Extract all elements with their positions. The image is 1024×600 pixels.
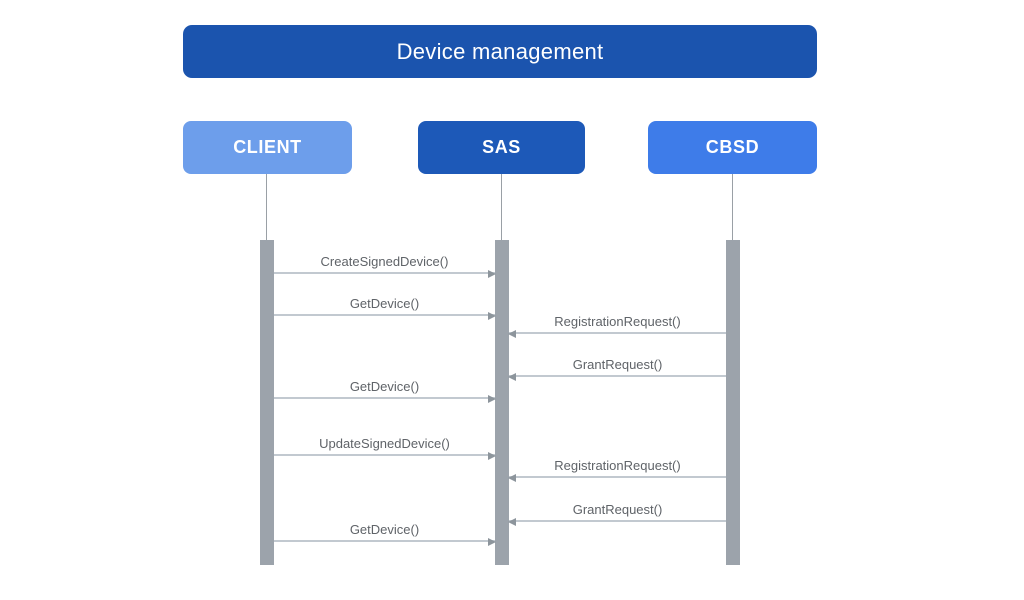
message-line xyxy=(509,520,726,522)
arrowhead-left-icon xyxy=(508,517,516,526)
message-label: GetDevice() xyxy=(349,296,420,311)
lifeline-sas xyxy=(501,174,503,240)
activation-bar-client xyxy=(260,240,274,565)
actor-label-sas: SAS xyxy=(482,137,521,157)
activation-bar-sas xyxy=(495,240,509,565)
lifeline-client xyxy=(266,174,268,240)
message-6: UpdateSignedDevice() xyxy=(274,435,496,460)
activation-bar-cbsd xyxy=(726,240,740,565)
message-label: UpdateSignedDevice() xyxy=(319,436,450,451)
message-9: GetDevice() xyxy=(274,521,496,546)
message-label: GetDevice() xyxy=(349,522,420,537)
message-label: CreateSignedDevice() xyxy=(320,254,449,269)
message-label: RegistrationRequest() xyxy=(554,314,681,329)
actor-box-sas: SAS xyxy=(418,121,585,174)
message-4: GrantRequest() xyxy=(508,356,726,381)
message-label: RegistrationRequest() xyxy=(554,458,681,473)
message-label: GrantRequest() xyxy=(572,357,663,372)
message-line xyxy=(509,476,726,478)
message-line xyxy=(274,272,495,274)
lifeline-cbsd xyxy=(732,174,734,240)
message-label: GetDevice() xyxy=(349,379,420,394)
message-8: GrantRequest() xyxy=(508,501,726,526)
message-line xyxy=(509,375,726,377)
message-line xyxy=(274,314,495,316)
arrowhead-right-icon xyxy=(488,537,496,546)
arrowhead-right-icon xyxy=(488,451,496,460)
message-line xyxy=(274,540,495,542)
message-1: CreateSignedDevice() xyxy=(274,253,496,278)
message-2: GetDevice() xyxy=(274,295,496,320)
diagram-title-bar: Device management xyxy=(183,25,817,78)
arrowhead-right-icon xyxy=(488,394,496,403)
actor-box-cbsd: CBSD xyxy=(648,121,817,174)
arrowhead-left-icon xyxy=(508,329,516,338)
message-3: RegistrationRequest() xyxy=(508,313,726,338)
message-label: GrantRequest() xyxy=(572,502,663,517)
message-line xyxy=(274,454,495,456)
arrowhead-right-icon xyxy=(488,311,496,320)
arrowhead-right-icon xyxy=(488,269,496,278)
message-5: GetDevice() xyxy=(274,378,496,403)
arrowhead-left-icon xyxy=(508,473,516,482)
diagram-title: Device management xyxy=(396,38,604,64)
arrowhead-left-icon xyxy=(508,372,516,381)
message-line xyxy=(509,332,726,334)
actor-label-client: CLIENT xyxy=(233,137,302,157)
message-7: RegistrationRequest() xyxy=(508,457,726,482)
message-line xyxy=(274,397,495,399)
actor-label-cbsd: CBSD xyxy=(705,137,760,157)
actor-box-client: CLIENT xyxy=(183,121,352,174)
